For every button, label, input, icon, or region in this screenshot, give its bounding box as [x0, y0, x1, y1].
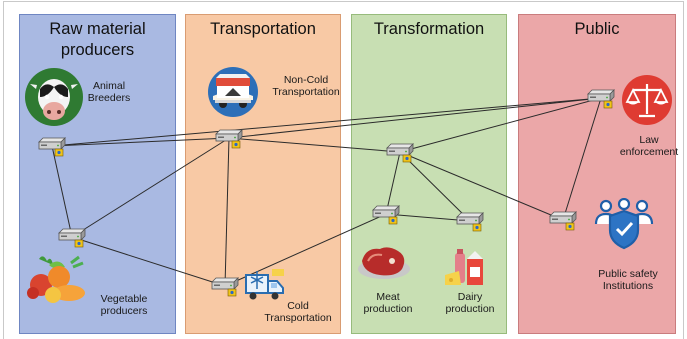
dairy-icon — [445, 249, 483, 285]
meat-production-label: Meat production — [363, 291, 413, 315]
server-node-icon[interactable] — [37, 136, 67, 158]
server-node-icon[interactable] — [214, 128, 244, 150]
server-node-icon[interactable] — [455, 211, 485, 233]
link-n8-n9 — [562, 97, 602, 221]
dairy-production-label: Dairy production — [445, 291, 495, 315]
people-shield-icon — [594, 198, 654, 250]
link-n5-n9 — [399, 151, 564, 221]
non-cold-transportation-label: Non-Cold Transportation — [272, 74, 340, 98]
lane-public: Public — [518, 14, 676, 334]
law-enforcement-label: Law enforcement — [619, 134, 679, 158]
link-n1-n8 — [51, 97, 602, 147]
vegetables-icon — [27, 255, 85, 303]
link-n3-n4 — [224, 137, 230, 287]
vegetable-producers-label: Vegetable producers — [100, 293, 148, 317]
diagram-frame — [3, 1, 684, 339]
server-node-icon[interactable] — [57, 227, 87, 249]
link-n6-n7 — [385, 213, 471, 222]
link-n3-n8 — [228, 97, 602, 139]
cold-truck-icon — [245, 269, 284, 300]
animal-breeders-label: Animal Breeders — [87, 80, 131, 104]
link-n1-n2 — [51, 145, 73, 238]
server-node-icon[interactable] — [586, 88, 616, 110]
lane-title: Transformation — [373, 20, 485, 38]
link-n5-n8 — [399, 97, 602, 153]
link-n2-n3 — [71, 137, 230, 238]
lane-title: Transportation — [210, 20, 316, 38]
cow-icon — [25, 68, 83, 126]
link-n2-n4 — [71, 236, 226, 287]
server-node-icon[interactable] — [548, 210, 578, 232]
server-node-icon[interactable] — [385, 142, 415, 164]
link-n5-n7 — [399, 151, 471, 222]
link-n3-n5 — [228, 137, 401, 153]
server-node-icon[interactable] — [371, 204, 401, 226]
lane-title: Raw material producers — [49, 20, 146, 59]
lane-transportation: Transportation — [185, 14, 341, 334]
link-n1-n3 — [51, 137, 230, 147]
public-safety-institutions-label: Public safety Institutions — [598, 268, 658, 292]
food-truck-icon — [208, 67, 258, 117]
meat-icon — [358, 247, 410, 279]
server-node-icon[interactable] — [210, 276, 240, 298]
link-n5-n6 — [385, 151, 401, 215]
lane-title: Public — [574, 20, 620, 38]
cold-transportation-label: Cold Transportation — [264, 300, 332, 324]
scales-icon — [622, 75, 672, 125]
